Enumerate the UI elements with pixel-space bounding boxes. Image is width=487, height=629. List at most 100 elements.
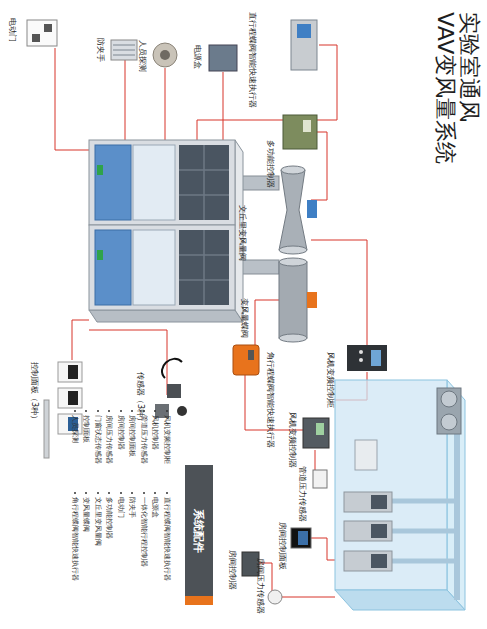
control-panels-and-sensors-shape <box>177 406 187 416</box>
part-list-item: 房间压力传感器 <box>105 410 114 464</box>
red-wires-shape <box>125 60 126 150</box>
red-wires-shape <box>255 300 279 345</box>
fume-hoods-shape <box>179 145 229 305</box>
part-list-item: 房间控制面板 <box>128 410 137 457</box>
fume-hoods-shape <box>95 230 131 305</box>
control-panels-and-sensors-shape <box>68 365 78 379</box>
lab-room <box>335 380 465 610</box>
bullet-dot <box>120 492 122 494</box>
part-list-text: 房间控制面板 <box>129 415 137 457</box>
bullet-dot <box>154 410 156 412</box>
part-label: 防夹手 <box>95 38 105 62</box>
fume-hoods <box>89 140 243 322</box>
device-icons-shape <box>371 350 381 366</box>
device-icons-shape <box>160 50 170 60</box>
bullet-dot <box>154 492 156 494</box>
part-list-item: 角行程蝶阀智能快速执行器 <box>70 492 79 581</box>
part-label: 风机变频控制器 <box>287 412 297 468</box>
fume-hoods-shape <box>133 145 175 220</box>
part-label: 房间控制器 <box>227 550 237 590</box>
part-label: 人员探测 <box>137 40 147 72</box>
bullet-dot <box>166 492 168 494</box>
lab-room-shape <box>392 501 457 561</box>
part-label: 管道压力传感器 <box>297 466 307 522</box>
bullet-dot <box>166 410 168 412</box>
red-wires-shape <box>55 48 95 150</box>
control-panels-and-sensors-shape <box>167 384 181 398</box>
device-icons-shape <box>113 45 135 55</box>
device-icons-shape <box>313 470 327 488</box>
lab-room-shape <box>344 551 392 571</box>
device-icons-shape <box>44 24 52 32</box>
red-wires-shape <box>89 330 167 395</box>
device-icons-shape <box>359 350 363 354</box>
bullet-dot <box>131 410 133 412</box>
part-label: 变风量蝶阀 <box>239 298 249 338</box>
part-list-text: 房间压力传感器 <box>106 415 114 464</box>
valves-shape <box>281 166 305 174</box>
bullet-dot <box>143 410 145 412</box>
fume-hoods-shape <box>97 165 103 175</box>
device-icons-shape <box>111 40 137 60</box>
part-list-text: 风机变频控制柜 <box>163 415 171 464</box>
part-list-text: 管道压力传感器 <box>140 415 148 464</box>
lab-room-shape <box>371 554 387 568</box>
device-icons-shape <box>303 120 311 132</box>
lab-room-shape <box>437 388 461 434</box>
control-panels-and-sensors-shape <box>68 391 78 405</box>
device-icons-shape <box>268 590 282 604</box>
part-list-item: 风机控制器 <box>151 410 160 450</box>
device-icons-shape <box>283 115 317 149</box>
fume-hoods-shape <box>89 140 235 225</box>
bullet-dot <box>108 410 110 412</box>
lab-room-shape <box>344 521 392 541</box>
device-icons-shape <box>209 45 237 71</box>
part-list-text: 防夹手 <box>129 497 137 518</box>
lab-room-shape <box>441 391 457 407</box>
control-panels-and-sensors-shape <box>58 362 82 382</box>
valves-shape <box>233 345 259 375</box>
device-icons <box>27 20 387 604</box>
valves-shape <box>279 334 307 342</box>
valves <box>233 166 317 375</box>
bullet-dot <box>108 492 110 494</box>
part-list-text: 电源盒 <box>152 497 160 518</box>
valves-shape <box>279 246 307 254</box>
part-list-item: 电动门 <box>116 492 125 518</box>
part-list-item: 控制面板 <box>82 410 91 443</box>
part-list-text: 门窗状态传感器 <box>94 415 102 464</box>
lab-room-shape <box>335 590 465 610</box>
device-icons-shape <box>316 423 324 435</box>
section-header: 系统配件 <box>185 465 213 605</box>
fume-hoods-shape <box>97 250 103 260</box>
part-label: 电源盒 <box>192 45 202 69</box>
device-icons-shape <box>298 531 308 545</box>
part-list-text: 多功能控制器 <box>106 497 114 539</box>
red-wires-shape <box>245 375 312 430</box>
control-panels-and-sensors-shape <box>58 388 82 408</box>
part-list-text: 变风量蝶阀 <box>83 497 91 532</box>
part-list-text: 房间控制器 <box>117 415 125 450</box>
valves-shape <box>279 170 307 250</box>
part-list-item: 风机变频控制柜 <box>162 410 171 464</box>
part-label: 直行程蝶阀智能快速执行器 <box>247 12 257 108</box>
part-list-text: 控制面板 <box>83 415 91 443</box>
bullet-dot <box>97 492 99 494</box>
valves-shape <box>279 258 307 266</box>
lab-room-shape <box>441 414 457 430</box>
device-icons-shape <box>297 24 311 38</box>
bullet-dot <box>97 410 99 412</box>
red-wires-shape <box>282 597 335 598</box>
device-icons-shape <box>303 418 329 448</box>
control-panels-and-sensors-shape <box>44 400 49 458</box>
part-list-text: 角行程蝶阀智能快速执行器 <box>71 497 79 581</box>
part-label: 角行程蝶阀智能快速执行器 <box>265 352 275 448</box>
fume-hoods-shape <box>95 145 131 220</box>
device-icons-shape <box>27 20 57 46</box>
part-list-item: 管道压力传感器 <box>139 410 148 464</box>
device-icons-shape <box>359 358 363 362</box>
part-label: 多功能控制器 <box>265 140 275 188</box>
part-list-item: 一体化智能行程控制器 <box>139 492 148 567</box>
diagram-title: 实验室通风 VAV变风量系统 <box>433 12 481 192</box>
